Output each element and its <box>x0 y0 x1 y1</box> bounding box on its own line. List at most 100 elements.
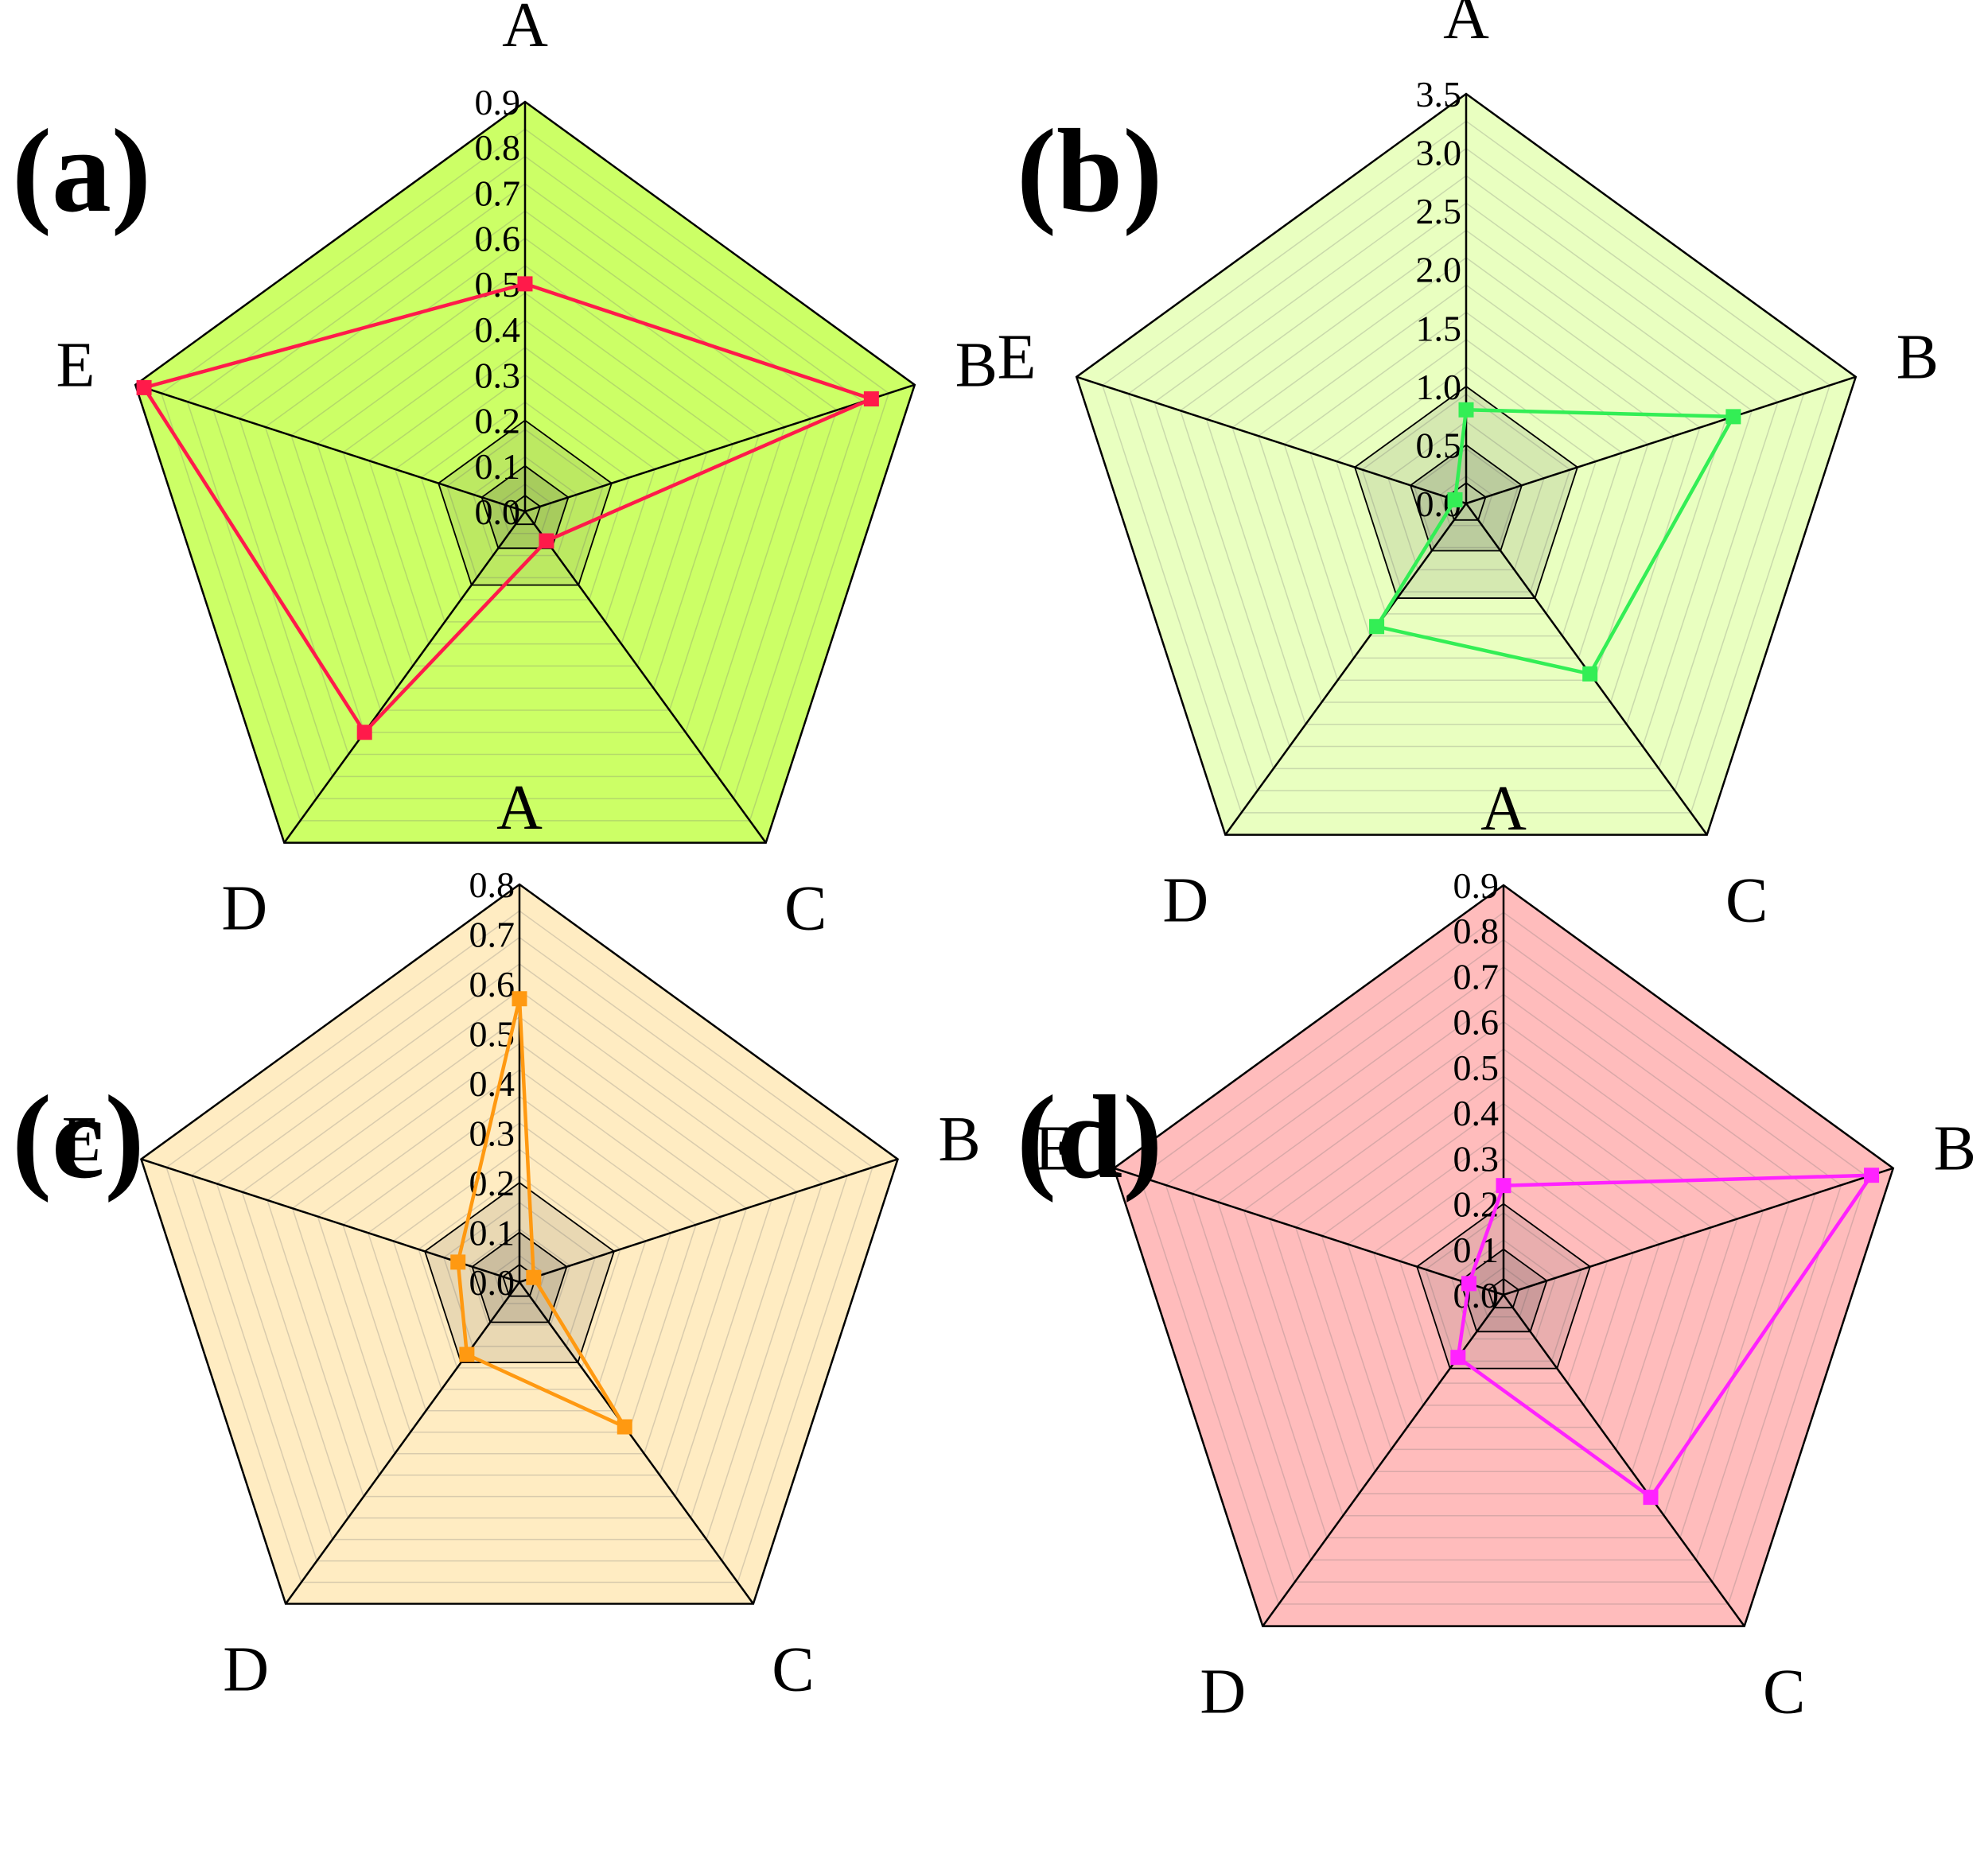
grid-hatch-line <box>498 483 552 534</box>
grid-hatch-line <box>1257 284 1675 681</box>
tick-label: 0.4 <box>475 309 521 350</box>
axis-label-E: E <box>56 331 95 401</box>
radar-spoke-B <box>519 1158 898 1284</box>
grid-hatch-line <box>316 292 734 689</box>
axis-label-B: B <box>1934 1114 1976 1184</box>
tick-label: 1.5 <box>1416 308 1462 348</box>
grid-hatch-line <box>238 210 812 756</box>
data-point-A <box>517 276 533 292</box>
grid-hatch-line <box>1205 229 1727 725</box>
tick-label: 0.5 <box>1416 425 1462 465</box>
axis-label-A: A <box>502 0 548 60</box>
radar-outline <box>1075 92 1858 836</box>
grid-hatch-line <box>342 319 708 667</box>
axis-label-A: A <box>496 773 543 843</box>
tick-label: 0.8 <box>469 865 515 905</box>
panel-label: (a) <box>12 105 151 237</box>
tick-label: 0.6 <box>469 964 515 1005</box>
grid-hatch-line <box>1138 911 1869 1605</box>
tick-label: 0.5 <box>475 264 521 305</box>
grid-hatch-line <box>342 1095 697 1433</box>
grid-hatch-line <box>468 1228 571 1326</box>
tick-label: 0.8 <box>475 127 521 168</box>
tick-label: 0.9 <box>1453 865 1500 906</box>
tick-label: 0.1 <box>469 1213 515 1253</box>
tick-label: 0.5 <box>1453 1047 1500 1088</box>
grid-hatch-line <box>1361 393 1571 593</box>
grid-hatch-line <box>418 1175 621 1369</box>
data-point-E <box>1447 492 1463 507</box>
tick-label: 3.0 <box>1416 133 1462 173</box>
grid-hatch-line <box>443 1202 596 1347</box>
data-point-D <box>1450 1350 1466 1366</box>
radar-spoke-C <box>523 511 767 844</box>
tick-label: 2.0 <box>1416 250 1462 290</box>
grid-hatch-line <box>392 1148 647 1390</box>
grid-hatch-line <box>216 963 823 1541</box>
data-point-D <box>459 1346 475 1362</box>
panel-label: (b) <box>1017 105 1162 237</box>
axis-label-D: D <box>1162 865 1208 935</box>
axis-label-C: C <box>1725 865 1768 935</box>
tick-label: 0.3 <box>1453 1138 1500 1179</box>
panel-label: (d) <box>1017 1071 1162 1203</box>
series-line <box>1375 408 1736 676</box>
axis-label-D: D <box>221 873 267 943</box>
radar-outline <box>134 100 916 844</box>
data-point-B <box>1725 409 1741 425</box>
grid-hatch-line <box>1101 120 1831 814</box>
grid-hatch-line <box>394 374 656 623</box>
grid-hatch-line <box>1425 1212 1582 1362</box>
axis-label-B: B <box>1897 323 1939 393</box>
tick-label: 0.9 <box>475 82 521 122</box>
radar-spoke-C <box>518 1281 754 1605</box>
grid-hatch-line <box>264 237 786 733</box>
axis-label-D: D <box>223 1634 269 1704</box>
data-point-C <box>539 533 554 549</box>
tick-label: 0.7 <box>475 173 521 213</box>
grid-hatch-line <box>1191 966 1816 1561</box>
series-line <box>456 997 627 1429</box>
inner-zone <box>1487 1277 1520 1309</box>
axis-label-B: B <box>938 1105 980 1175</box>
radar-spoke-D <box>285 1281 521 1605</box>
radar-outline <box>140 883 899 1605</box>
grid-hatch-line <box>1399 1184 1609 1384</box>
grid-hatch-line <box>291 1043 748 1476</box>
radar-spoke-B <box>524 383 916 513</box>
grid-hatch-line <box>290 265 760 711</box>
tick-label: 0.4 <box>1453 1093 1500 1133</box>
axis-label-E: E <box>62 1105 101 1175</box>
panel-label: (c) <box>12 1071 144 1203</box>
grid-hatch-line <box>472 456 578 557</box>
grid-hatch-line <box>1309 339 1623 637</box>
tick-label: 0.7 <box>1453 956 1500 997</box>
radar-spoke-B <box>1503 1167 1894 1296</box>
series-line <box>142 282 873 735</box>
grid-hatch-line <box>241 989 798 1519</box>
grid-hatch-line <box>1154 175 1779 770</box>
grid-hatch-line <box>1127 147 1805 791</box>
series-line <box>1456 1173 1873 1499</box>
data-point-D <box>1369 619 1385 635</box>
axis-label-A: A <box>1480 774 1527 844</box>
axis-label-C: C <box>784 873 827 943</box>
data-point-B <box>1864 1168 1880 1183</box>
axis-label-C: C <box>1763 1657 1805 1727</box>
data-point-B <box>863 391 879 407</box>
grid-hatch-line <box>420 401 630 600</box>
grid-hatch-line <box>266 1016 772 1498</box>
radar-spoke-D <box>1224 503 1468 836</box>
tick-label: 0.0 <box>469 1262 515 1303</box>
grid-hatch-line <box>165 910 873 1584</box>
grid-hatch-line <box>368 347 682 645</box>
grid-hatch-line <box>1216 993 1791 1539</box>
grid-hatch-line <box>1294 1075 1713 1472</box>
data-point-A <box>512 991 527 1007</box>
grid-hatch-line <box>1179 202 1753 748</box>
grid-hatch-line <box>1439 475 1493 527</box>
axis-label-B: B <box>955 331 998 401</box>
